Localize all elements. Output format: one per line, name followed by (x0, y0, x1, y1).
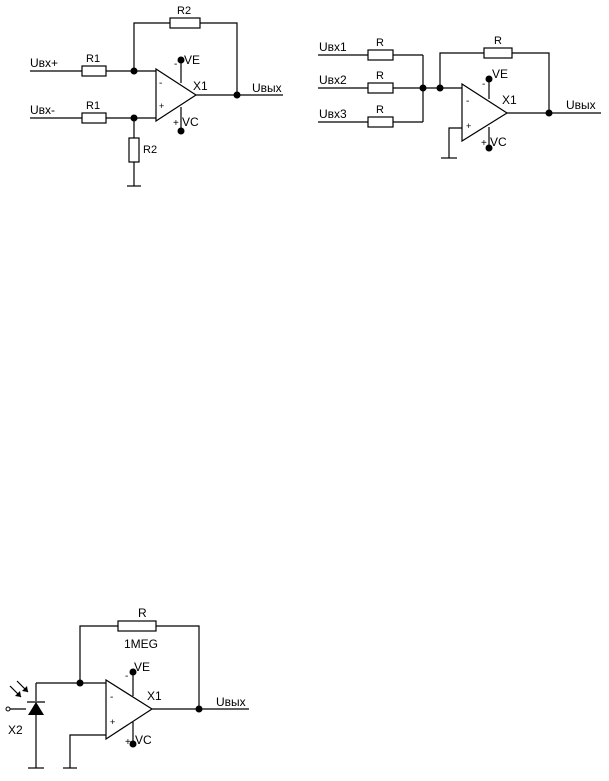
opamp-triangle (105, 678, 154, 741)
supply-vc-dot (129, 740, 137, 748)
opamp-triangle (461, 82, 509, 143)
label-vc: VC (490, 135, 507, 149)
label-r1-bottom: R1 (86, 100, 100, 112)
junction-dot (436, 84, 444, 92)
label-r-feedback: R (494, 35, 502, 47)
label-ve-minus: - (125, 671, 128, 682)
label-opamp: X1 (502, 93, 517, 107)
supply-ve-dot (177, 56, 185, 64)
resistor-r-in2 (367, 82, 394, 94)
label-pin-plus: + (466, 121, 471, 131)
junction-dot (195, 705, 203, 713)
label-output: Uвых (216, 695, 246, 709)
label-r2-feedback: R2 (177, 5, 191, 17)
label-pin-plus: + (110, 717, 115, 727)
resistor-r-feedback (483, 47, 513, 59)
supply-ve-dot (485, 75, 493, 83)
label-pin-minus: - (110, 692, 113, 703)
junction-dot (545, 109, 553, 117)
resistor-r2-ground (128, 137, 140, 163)
label-r3: R (376, 104, 384, 116)
wire-feedback-right (156, 625, 200, 709)
resistor-r1-top (81, 65, 107, 77)
label-ve-minus: - (482, 79, 485, 90)
label-ve: VE (492, 67, 508, 81)
label-r1: R (376, 37, 384, 49)
photodiode-triangle (28, 702, 44, 715)
wire-feedback-left (439, 52, 484, 88)
label-r2-ground: R2 (143, 144, 157, 156)
resistor-r-in1 (367, 49, 394, 61)
wire-plus-to-ground (69, 734, 106, 768)
wire-feedback-left (133, 22, 170, 71)
label-vc: VC (135, 733, 152, 747)
label-in-plus: Uвх+ (30, 56, 58, 70)
label-r: R (138, 606, 147, 620)
junction-dot (130, 114, 138, 122)
label-pin-minus: - (159, 78, 162, 89)
junction-dot (76, 679, 84, 687)
label-diode: X2 (8, 723, 23, 737)
label-in1: Uвх1 (319, 40, 347, 54)
label-output: Uвых (566, 98, 596, 112)
wire-feedback-left (79, 625, 118, 683)
label-r2: R (376, 70, 384, 82)
label-ve-minus: - (174, 59, 177, 70)
label-pin-minus: - (466, 96, 469, 107)
light-arrows-icon (9, 680, 29, 698)
label-r-value: 1MEG (124, 637, 158, 651)
circuit-differential-amplifier: Uвх+ Uвх- R1 R1 R2 R2 VE VC + - - + X1 U… (30, 5, 283, 187)
label-r1-top: R1 (86, 53, 100, 65)
resistor-r-feedback (117, 620, 157, 632)
junction-dot (130, 67, 138, 75)
resistor-r2-feedback (169, 17, 201, 29)
junction-dot (233, 91, 241, 99)
label-vc-plus: + (125, 737, 131, 748)
label-in2: Uвх2 (319, 73, 347, 87)
resistor-r-in3 (367, 116, 394, 128)
label-in-minus: Uвх- (30, 103, 55, 117)
label-opamp: X1 (193, 79, 208, 93)
junction-dot (419, 84, 427, 92)
circuit-photodiode-amplifier: R 1MEG VE - VC + - + X1 X2 Uвых (5, 606, 249, 769)
label-opamp: X1 (147, 689, 162, 703)
terminal-circle (5, 706, 11, 712)
wire-plus-to-ground (448, 127, 462, 158)
label-ve: VE (184, 53, 200, 67)
opamp-triangle (155, 67, 198, 123)
label-ve: VE (134, 660, 150, 674)
supply-ve-dot (129, 668, 137, 676)
resistor-r1-bottom (81, 112, 107, 124)
label-vc-plus: + (173, 118, 179, 129)
wire-feedback-right (200, 22, 238, 95)
label-pin-plus: + (159, 101, 164, 111)
supply-vc-dot (177, 127, 185, 135)
label-vc-plus: + (481, 138, 487, 149)
supply-vc-dot (485, 144, 493, 152)
label-in3: Uвх3 (319, 107, 347, 121)
circuit-summing-amplifier: Uвх1 Uвх2 Uвх3 R R R R VE - VC + - + X1 … (318, 35, 601, 159)
label-output: Uвых (252, 81, 282, 95)
label-vc: VC (182, 115, 199, 129)
wire-feedback-right (512, 52, 550, 113)
